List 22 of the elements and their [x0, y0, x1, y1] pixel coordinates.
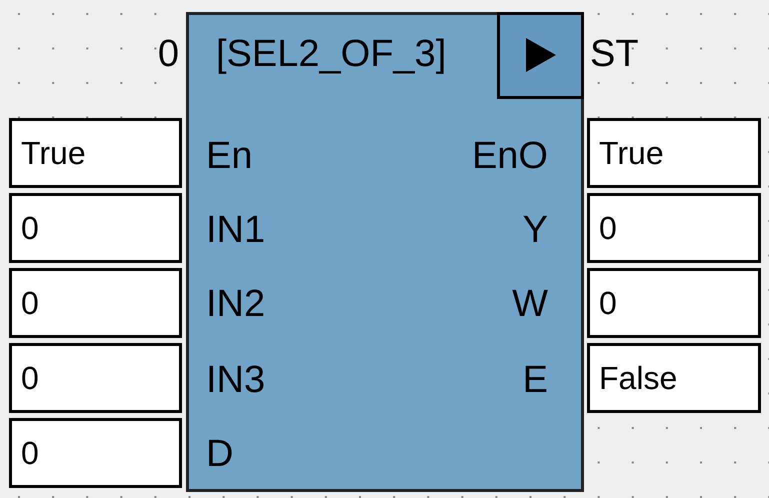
value-field: 0 — [9, 193, 182, 263]
pin-label: IN2 — [206, 285, 266, 323]
block-title: [SEL2_OF_3] — [216, 35, 446, 73]
pin-label: En — [206, 137, 252, 175]
value-field: 0 — [587, 268, 761, 338]
block-name-label: ST — [590, 35, 639, 73]
value-field: True — [9, 118, 182, 188]
value-field: False — [587, 343, 761, 413]
function-block — [186, 12, 584, 492]
value-field: 0 — [587, 193, 761, 263]
value-field: True — [587, 118, 761, 188]
pin-label: Y — [522, 211, 548, 249]
pin-label: IN3 — [206, 361, 266, 399]
pin-label: W — [512, 285, 548, 323]
pin-label: E — [522, 361, 548, 399]
pin-label: D — [206, 435, 234, 473]
value-field: 0 — [9, 343, 182, 413]
value-field: 0 — [9, 268, 182, 338]
pin-label: IN1 — [206, 211, 266, 249]
pin-label: EnO — [472, 137, 548, 175]
value-field: 0 — [9, 418, 182, 488]
block-number-label: 0 — [158, 35, 179, 73]
